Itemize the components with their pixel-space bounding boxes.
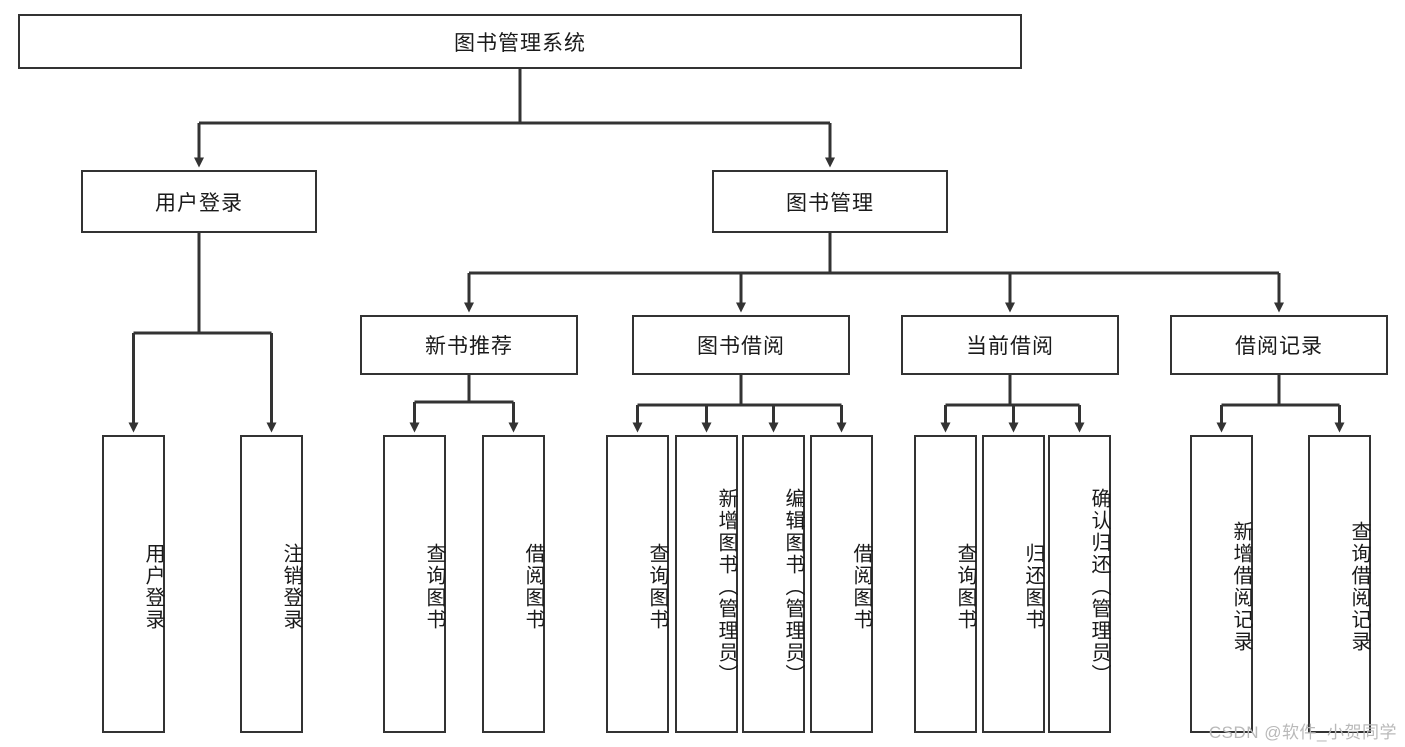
node-leaf-return-book[interactable]: 归还图书 xyxy=(982,435,1045,733)
node-leaf-edit-book[interactable]: 编辑图书（管理员） xyxy=(742,435,805,733)
node-label: 图书借阅 xyxy=(697,335,785,358)
node-label: 用户登录 xyxy=(155,191,243,215)
node-label: 当前借阅 xyxy=(966,335,1054,358)
node-label: 新增图书（管理员） xyxy=(715,488,737,686)
node-leaf-add-book[interactable]: 新增图书（管理员） xyxy=(675,435,738,733)
node-book-borrow[interactable]: 图书借阅 xyxy=(632,315,850,375)
node-label: 新增借阅记录 xyxy=(1230,521,1252,653)
watermark-text: CSDN @软件_小贺同学 xyxy=(1208,723,1397,742)
node-leaf-query-book-3[interactable]: 查询图书 xyxy=(914,435,977,733)
node-label: 注销登录 xyxy=(280,543,302,631)
node-leaf-borrow-book-2[interactable]: 借阅图书 xyxy=(810,435,873,733)
node-borrow-record[interactable]: 借阅记录 xyxy=(1170,315,1388,375)
node-leaf-query-borrow-record[interactable]: 查询借阅记录 xyxy=(1308,435,1371,733)
node-label: 借阅图书 xyxy=(850,543,872,631)
node-label: 图书管理系统 xyxy=(454,31,586,55)
node-label: 查询借阅记录 xyxy=(1348,521,1370,653)
node-label: 用户登录 xyxy=(142,543,164,631)
node-leaf-add-borrow-record[interactable]: 新增借阅记录 xyxy=(1190,435,1253,733)
node-label: 借阅记录 xyxy=(1235,335,1323,358)
node-label: 查询图书 xyxy=(423,543,445,631)
node-label: 编辑图书（管理员） xyxy=(782,488,804,686)
node-user-login[interactable]: 用户登录 xyxy=(81,170,317,233)
node-label: 确认归还（管理员） xyxy=(1088,488,1110,686)
node-label: 归还图书 xyxy=(1022,543,1044,631)
node-label: 借阅图书 xyxy=(522,543,544,631)
node-label: 查询图书 xyxy=(646,543,668,631)
node-label: 图书管理 xyxy=(786,191,874,215)
node-label: 新书推荐 xyxy=(425,335,513,358)
node-leaf-user-login[interactable]: 用户登录 xyxy=(102,435,165,733)
node-leaf-confirm-return[interactable]: 确认归还（管理员） xyxy=(1048,435,1111,733)
node-leaf-query-book-2[interactable]: 查询图书 xyxy=(606,435,669,733)
node-leaf-logout[interactable]: 注销登录 xyxy=(240,435,303,733)
node-label: 查询图书 xyxy=(954,543,976,631)
node-leaf-query-book-1[interactable]: 查询图书 xyxy=(383,435,446,733)
node-leaf-borrow-book-1[interactable]: 借阅图书 xyxy=(482,435,545,733)
node-book-manage[interactable]: 图书管理 xyxy=(712,170,948,233)
node-new-book-recommend[interactable]: 新书推荐 xyxy=(360,315,578,375)
node-root[interactable]: 图书管理系统 xyxy=(18,14,1022,69)
node-current-borrow[interactable]: 当前借阅 xyxy=(901,315,1119,375)
